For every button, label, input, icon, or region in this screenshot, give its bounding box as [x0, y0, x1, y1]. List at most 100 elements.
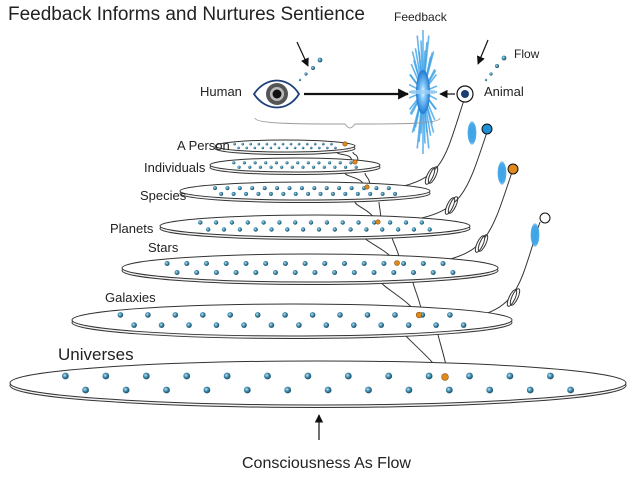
flow-node	[507, 163, 519, 175]
burst-ray	[467, 125, 472, 141]
disc-dot	[445, 386, 453, 394]
disc-dot	[164, 261, 170, 266]
disc-dot	[348, 227, 353, 232]
disc-dot	[334, 146, 337, 150]
burst-ray	[531, 223, 539, 247]
disc-dot	[447, 312, 453, 318]
coil-icon	[509, 288, 521, 306]
flow-node	[539, 212, 551, 224]
disc-dot	[287, 186, 292, 191]
disc-dot	[380, 191, 385, 196]
disc-dot	[256, 191, 261, 196]
disc-dot	[285, 227, 290, 232]
disc-dot	[330, 142, 333, 146]
flow-dot	[484, 78, 488, 82]
burst-ray	[467, 122, 475, 144]
burst-ray	[469, 122, 477, 144]
disc-dot	[265, 142, 269, 146]
disc-dot	[326, 146, 329, 150]
disc-dot	[330, 191, 335, 196]
junction-node-individuals	[352, 159, 358, 165]
disc-dot	[284, 386, 292, 394]
disc-dot	[275, 186, 280, 191]
disc-dot	[213, 220, 219, 225]
bottom-label: Consciousness As Flow	[242, 455, 411, 472]
disc-dot	[299, 186, 304, 191]
disc-dot	[349, 186, 354, 191]
disc-dot	[374, 186, 379, 191]
disc-dot	[411, 227, 417, 232]
disc-dot	[183, 372, 191, 380]
disc-dot	[203, 386, 211, 394]
disc-dot	[333, 165, 337, 169]
disc-dot	[269, 146, 273, 150]
burst-ray	[533, 225, 540, 245]
feedback-burst-small	[530, 223, 540, 247]
disc-dot	[293, 146, 297, 150]
burst-ray	[467, 124, 473, 142]
disc-dot	[229, 220, 235, 225]
disc-dot	[332, 270, 338, 275]
disc-dot	[145, 312, 151, 318]
disc-dot	[223, 261, 229, 266]
disc-dot	[322, 142, 325, 146]
junction-node-planets	[375, 219, 381, 225]
disc-dot	[253, 270, 259, 275]
animal-core	[461, 90, 469, 98]
disc-dot	[221, 227, 227, 232]
burst-ray	[534, 226, 540, 244]
disc-dot	[344, 165, 348, 169]
burst-ray	[499, 162, 507, 184]
disc-dot	[117, 312, 124, 318]
burst-ray	[497, 162, 505, 184]
disc-dot	[253, 227, 258, 232]
disc-dot	[302, 261, 308, 266]
feedback-line-species	[394, 96, 466, 189]
disc-dot	[332, 227, 337, 232]
disc-dot	[198, 220, 203, 225]
disc-dot	[296, 322, 302, 328]
disc-universes	[9, 360, 627, 408]
disc-universes-top	[9, 360, 627, 406]
disc-dot	[355, 191, 360, 196]
disc-dot	[372, 220, 377, 225]
disc-dot	[306, 191, 311, 196]
disc-dot	[296, 161, 300, 165]
disc-dot	[242, 161, 246, 165]
feedback-burst-small	[467, 121, 477, 145]
disc-dot	[122, 386, 130, 394]
disc-dot	[433, 322, 439, 328]
disc-dot	[223, 372, 231, 380]
disc-dot	[425, 372, 433, 380]
burst-ray	[497, 164, 503, 182]
disc-dot	[213, 186, 217, 191]
disc-dot	[268, 322, 275, 328]
disc-dot	[354, 165, 358, 169]
coil-icon	[427, 166, 439, 184]
disc-dot	[281, 191, 286, 196]
label-universes: Universes	[58, 345, 134, 364]
burst-ray	[530, 225, 537, 245]
disc-dot	[567, 386, 574, 394]
disc-dot	[245, 146, 248, 150]
disc-dot	[393, 191, 397, 196]
disc-dot	[364, 312, 371, 318]
burst-ray	[530, 226, 536, 244]
disc-dot	[460, 322, 467, 328]
disc-dot	[387, 220, 393, 225]
disc-species	[179, 181, 431, 203]
disc-dot	[269, 227, 274, 232]
label-species: Species	[140, 188, 187, 203]
burst-ray	[468, 121, 476, 145]
coil-icon	[444, 197, 456, 215]
flow-dot	[495, 64, 499, 68]
disc-a-person-top	[214, 139, 356, 153]
disc-dot	[395, 227, 401, 232]
junction-node-species	[364, 184, 370, 190]
disc-dot	[318, 191, 323, 196]
burst-ray	[535, 227, 540, 243]
disc-dot	[304, 372, 312, 380]
disc-dot	[269, 165, 273, 169]
disc-dot	[186, 322, 192, 328]
disc-dot	[312, 165, 316, 169]
